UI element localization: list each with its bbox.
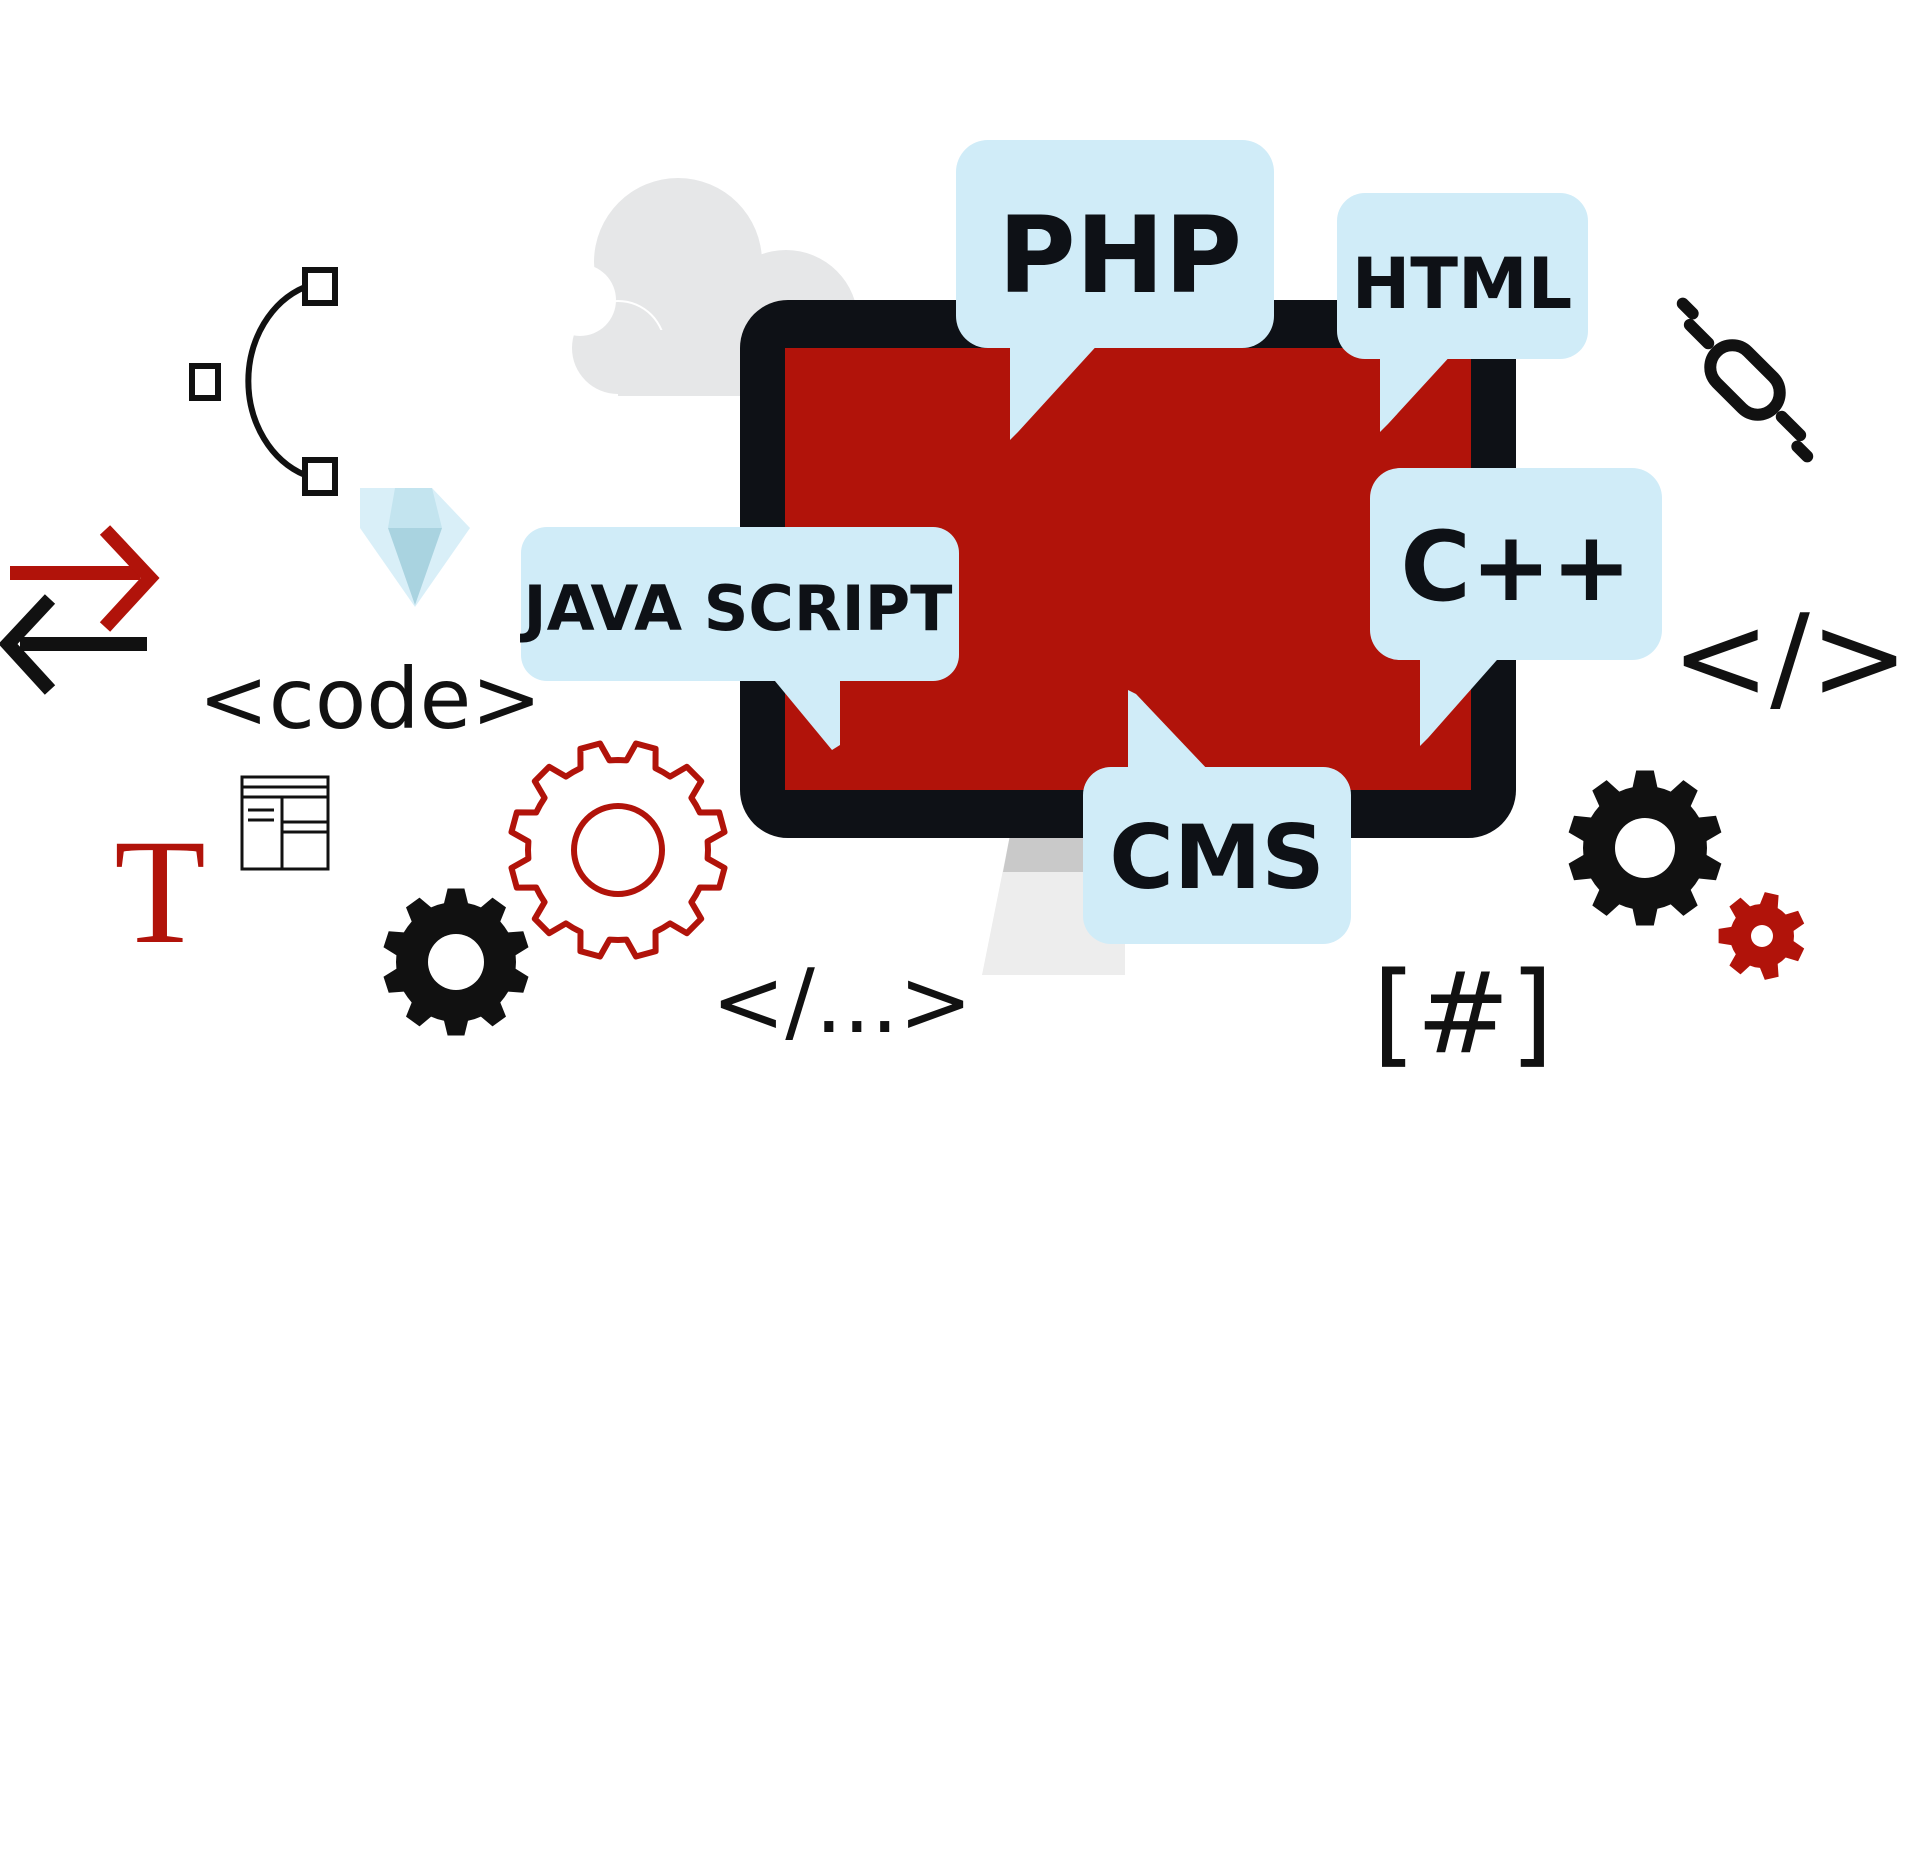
font-t-icon: T [114,809,206,975]
bubble-php: PHP [956,140,1274,440]
layout-grid-icon [240,775,330,871]
swap-arrows-icon [0,525,160,695]
gear-icon-black-right [1568,770,1722,926]
gear-icon-red-small [1718,892,1805,980]
bubble-label-javascript: JAVA SCRIPT [520,572,953,645]
bubble-label-cms: CMS [1109,806,1325,909]
bubble-label-html: HTML [1352,243,1573,325]
chain-link-icon [1676,297,1814,463]
bubble-label-php: PHP [998,194,1242,317]
close-tag-icon: </> [1671,588,1909,726]
bubble-javascript: JAVA SCRIPT [520,527,959,750]
bubble-label-cpp: C++ [1400,511,1631,623]
bubble-cms: CMS [1083,690,1351,944]
gear-group [383,740,1805,1036]
bezier-curve-icon [189,267,338,496]
ellipsis-tag-icon: </...> [711,950,972,1053]
bubble-cpp: C++ [1370,468,1662,746]
bubble-html: HTML [1337,193,1588,432]
hash-bracket-icon: [#] [1372,949,1553,1079]
gear-icon-red-large [508,740,728,960]
gear-icon-black-left [383,888,529,1036]
diamond-icon [360,488,470,607]
code-tag-icon: <code> [198,650,541,748]
